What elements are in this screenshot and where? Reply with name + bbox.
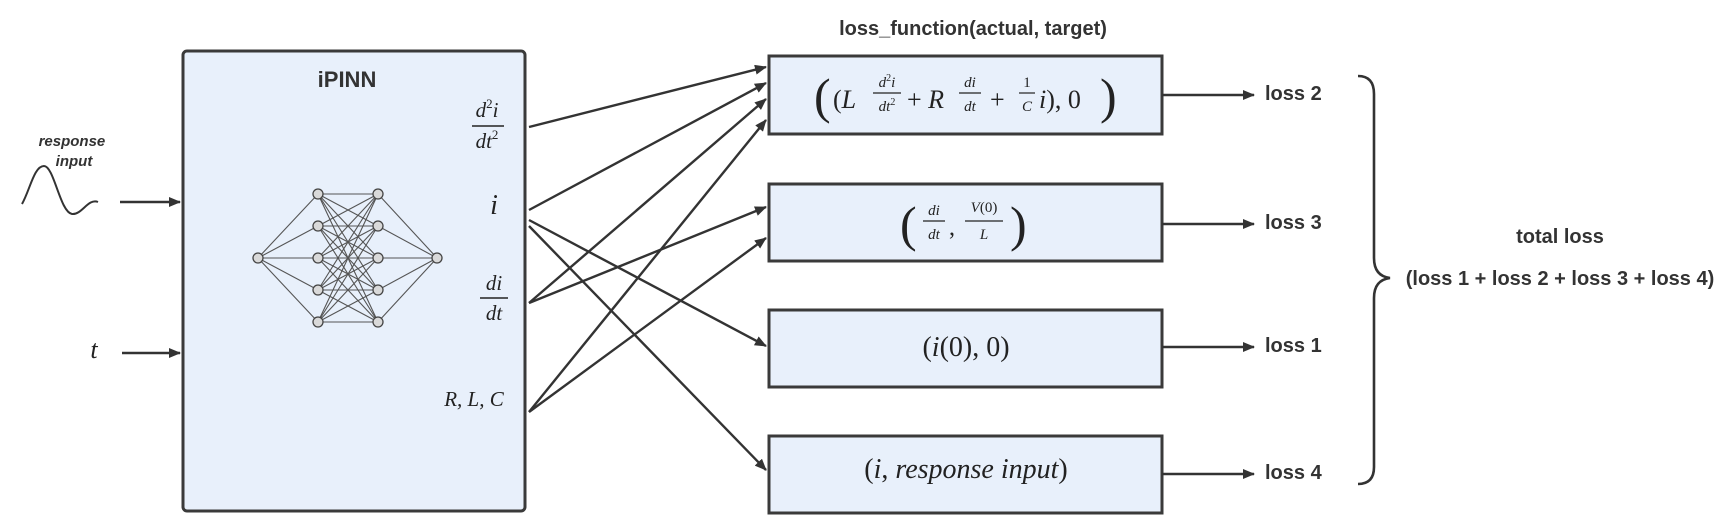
loss-label-1: loss 1	[1265, 335, 1322, 357]
loss-expr-physics: ( (L d2i dt2 + R di dt + 1 C i), 0 )	[814, 68, 1117, 124]
nn-node	[312, 188, 324, 200]
output-i-label: i	[490, 190, 498, 221]
connection-arrows	[528, 64, 767, 471]
svg-text:): )	[1100, 68, 1117, 124]
ipinn-box	[181, 49, 527, 513]
svg-text:(: (	[900, 196, 917, 252]
svg-text:dt: dt	[928, 227, 941, 243]
nn-node	[312, 252, 324, 264]
nn-connection	[317, 193, 379, 227]
nn-connection	[317, 289, 379, 323]
loss-expr-initial: (i(0), 0)	[922, 332, 1009, 363]
svg-text:di: di	[928, 203, 940, 219]
header-title: loss_function(actual, target)	[839, 18, 1107, 40]
loss-label-4: loss 4	[1265, 462, 1323, 484]
svg-text:C: C	[1022, 99, 1033, 115]
svg-text:(i, response input): (i, response input)	[864, 454, 1068, 485]
loss-expr-derivative: ( di dt , V(0) L )	[900, 196, 1027, 252]
total-loss-title: total loss	[1516, 226, 1604, 248]
nn-node	[312, 316, 324, 328]
time-input-label: t	[90, 335, 98, 364]
svg-text:): )	[1010, 196, 1027, 252]
nn-node	[372, 284, 384, 296]
total-loss-formula: (loss 1 + loss 2 + loss 3 + loss 4)	[1406, 268, 1715, 290]
nn-node	[372, 188, 384, 200]
loss-label-3: loss 3	[1265, 212, 1322, 234]
nn-node	[312, 284, 324, 296]
nn-node	[372, 220, 384, 232]
sum-brace	[1357, 74, 1391, 486]
output-rlc-label: R, L, C	[443, 387, 505, 411]
nn-node	[372, 252, 384, 264]
nn-connection	[257, 257, 319, 291]
svg-text:+ R: + R	[907, 85, 944, 114]
output-di-label: di dt	[480, 271, 508, 325]
neural-network-icon	[252, 188, 443, 328]
nn-node	[431, 252, 443, 264]
loss-box-physics	[767, 54, 1164, 136]
nn-connection	[377, 257, 438, 323]
svg-text:di: di	[964, 75, 976, 91]
svg-text:L: L	[979, 227, 988, 243]
nn-connection	[317, 193, 379, 323]
svg-text:(: (	[814, 68, 831, 124]
svg-text:(i(0), 0): (i(0), 0)	[922, 332, 1009, 363]
nn-connection	[317, 225, 379, 323]
svg-text:dt: dt	[486, 301, 504, 325]
nn-connection	[257, 257, 319, 323]
nn-node	[252, 252, 264, 264]
nn-connection	[317, 193, 379, 259]
loss-box-initial	[767, 308, 1164, 389]
svg-text:dt: dt	[964, 99, 977, 115]
loss-box-derivative	[767, 182, 1164, 263]
svg-text:i), 0: i), 0	[1039, 85, 1081, 114]
nn-connection	[377, 193, 438, 259]
nn-connection	[257, 193, 319, 259]
loss-expr-response: (i, response input)	[864, 454, 1068, 485]
nn-connection	[317, 193, 379, 291]
svg-text:1: 1	[1023, 75, 1031, 91]
nn-connection	[377, 257, 438, 291]
svg-text:d2i: d2i	[476, 96, 499, 122]
nn-connection	[377, 225, 438, 259]
svg-text:V(0): V(0)	[971, 200, 998, 216]
response-waveform-icon	[21, 164, 99, 215]
nn-connection	[317, 257, 379, 323]
svg-text:d2i: d2i	[879, 73, 896, 91]
loss-label-2: loss 2	[1265, 83, 1322, 105]
svg-text:+: +	[990, 85, 1005, 114]
loss-output-arrows	[1162, 90, 1255, 479]
svg-text:(L: (L	[833, 85, 856, 114]
nn-node	[312, 220, 324, 232]
loss-box-response	[767, 434, 1164, 515]
svg-text:,: ,	[949, 215, 955, 241]
ipinn-title: iPINN	[318, 67, 377, 92]
nn-connection	[257, 225, 319, 259]
response-input-label: response input	[39, 133, 110, 170]
svg-text:di: di	[486, 271, 503, 295]
nn-node	[372, 316, 384, 328]
